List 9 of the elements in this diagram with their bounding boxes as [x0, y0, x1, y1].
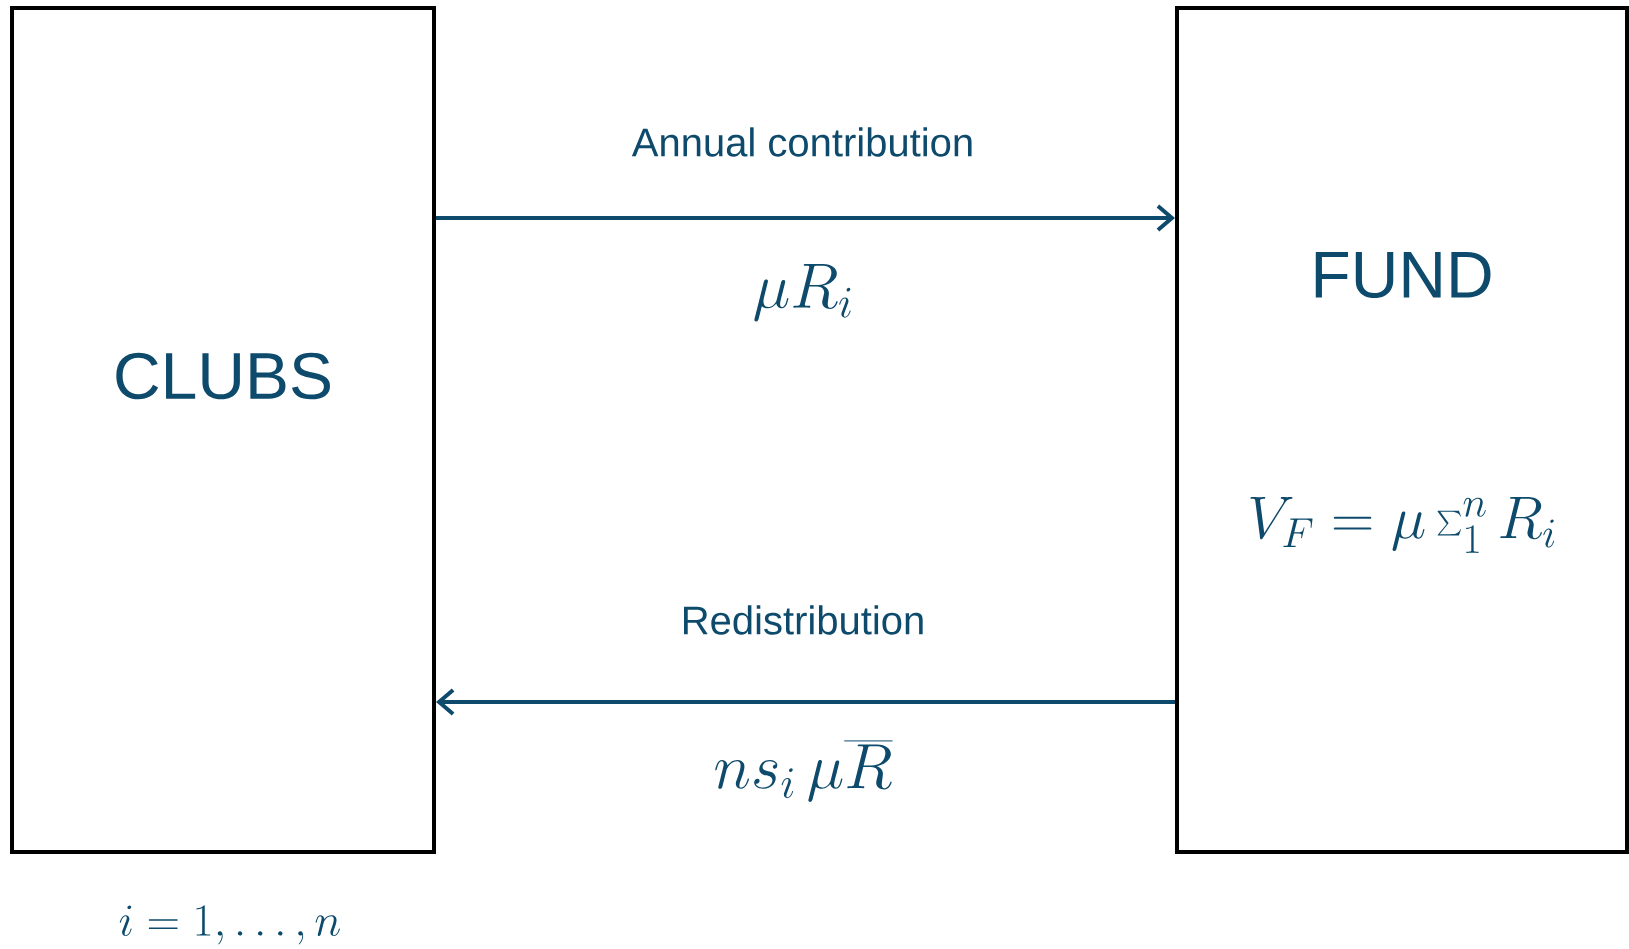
formula: $\mu R_i$ [754, 263, 851, 322]
formula: $i = 1, \ldots, n$ [119, 905, 340, 945]
edge-label: Annual contribution [631, 127, 972, 157]
arrow [436, 204, 1175, 232]
arrow [436, 688, 1175, 716]
block-box: FUND $V_F = \mu \sum_1^n R_i$ [1175, 6, 1629, 854]
formula: $n s_i \, \mu \overline{R}$ [715, 740, 893, 802]
block-box: CLUBS [10, 6, 436, 854]
edge-label: Redistribution [684, 605, 923, 635]
